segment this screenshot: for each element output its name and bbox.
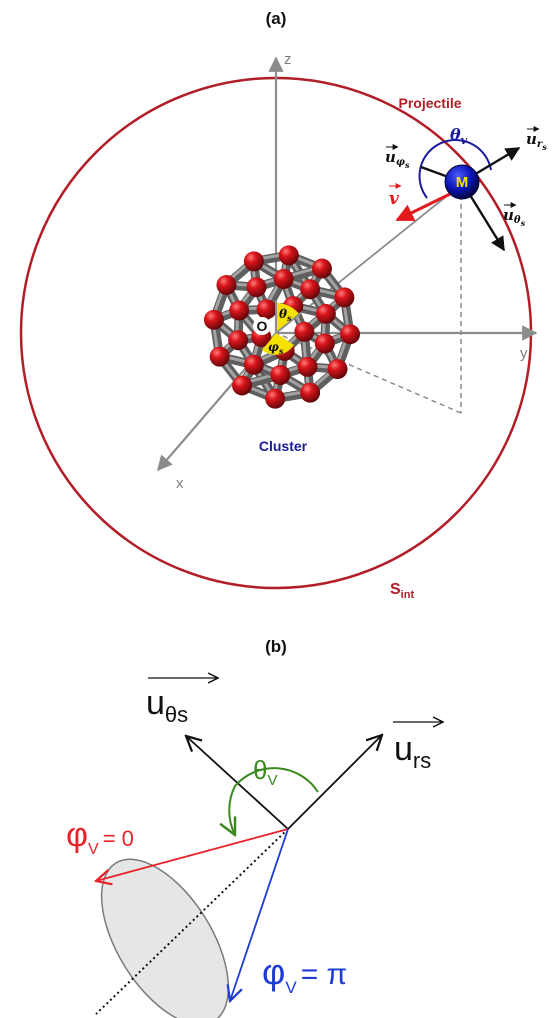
origin-marker — [253, 317, 271, 335]
cluster-atom — [278, 245, 299, 266]
y-axis-label: y — [520, 345, 528, 362]
u-rs-vector-b — [287, 735, 382, 830]
cluster-atom — [265, 388, 286, 409]
cluster-atom — [314, 333, 335, 354]
u-rs-label-b: urs — [393, 722, 443, 773]
x-axis-label: x — [176, 475, 184, 492]
projectile-label: Projectile — [398, 95, 461, 111]
theta-v-label-b: θV — [253, 755, 277, 789]
svg-text:uθs: uθs — [146, 684, 188, 727]
u-rs-label: urs — [526, 126, 547, 152]
cluster-atom — [228, 330, 249, 351]
cluster-atom — [315, 303, 336, 324]
cluster-atom — [294, 321, 315, 342]
cluster-atom — [327, 359, 348, 380]
cluster-atom — [300, 279, 321, 300]
theta-v-label: θv — [450, 125, 468, 147]
phi-s-label: φs — [268, 340, 284, 356]
theta-v-arc-b — [229, 767, 319, 835]
cluster-atom — [232, 375, 253, 396]
panel-a-label: (a) — [266, 9, 287, 28]
radius-overlay — [275, 311, 303, 334]
cluster-atom — [243, 251, 264, 272]
theta-v-arc — [418, 139, 492, 199]
cluster-atom — [334, 287, 355, 308]
cluster-atom — [229, 300, 250, 321]
cluster-atom — [216, 274, 237, 295]
cluster-atom — [270, 364, 291, 385]
cluster-atom — [246, 277, 267, 298]
cluster-atom — [340, 324, 361, 345]
phi-v-zero-vector — [96, 828, 289, 881]
velocity-vector — [395, 191, 453, 222]
cluster-atom — [256, 299, 277, 320]
panel-b: (b) uθs urs θV φV= 0 φV= π — [66, 637, 443, 1018]
u-thetas-label: uθs — [503, 202, 526, 228]
svg-text:v: v — [389, 189, 400, 209]
u-phis-label: uφs — [385, 144, 410, 170]
svg-text:urs: urs — [394, 730, 431, 773]
cluster-atom — [209, 346, 230, 367]
z-axis-label: z — [284, 51, 292, 68]
phi-v-pi-vector — [230, 828, 289, 1001]
svg-text:urs: urs — [526, 130, 547, 152]
phi-v-pi-label: φV= π — [262, 951, 347, 997]
particle-m-label: M — [456, 174, 469, 191]
svg-text:uθs: uθs — [503, 206, 526, 228]
cluster-atom — [203, 309, 224, 330]
cluster-atom — [311, 258, 332, 279]
phi-s-wedge — [262, 333, 294, 355]
cluster-atom — [273, 269, 294, 290]
panel-a: (a) z y x O θs φs Cluster — [19, 9, 547, 601]
cluster-atom — [297, 356, 318, 377]
cluster-label: Cluster — [259, 438, 308, 454]
particle-m — [444, 164, 480, 200]
cone-base-ellipse — [100, 858, 230, 1018]
panel-b-label: (b) — [265, 637, 287, 656]
origin-label: O — [257, 318, 268, 334]
surface-label: Sint — [390, 581, 414, 601]
svg-text:uφs: uφs — [385, 148, 410, 170]
cluster-atom — [300, 382, 321, 403]
phi-v-zero-label: φV= 0 — [66, 816, 134, 858]
u-thetas-label-b: uθs — [146, 678, 218, 727]
theta-s-wedge — [276, 303, 300, 333]
projection-horizontal — [275, 332, 462, 414]
theta-s-label: θs — [279, 307, 292, 323]
cluster-atom — [243, 354, 264, 375]
velocity-label: v — [389, 183, 402, 209]
